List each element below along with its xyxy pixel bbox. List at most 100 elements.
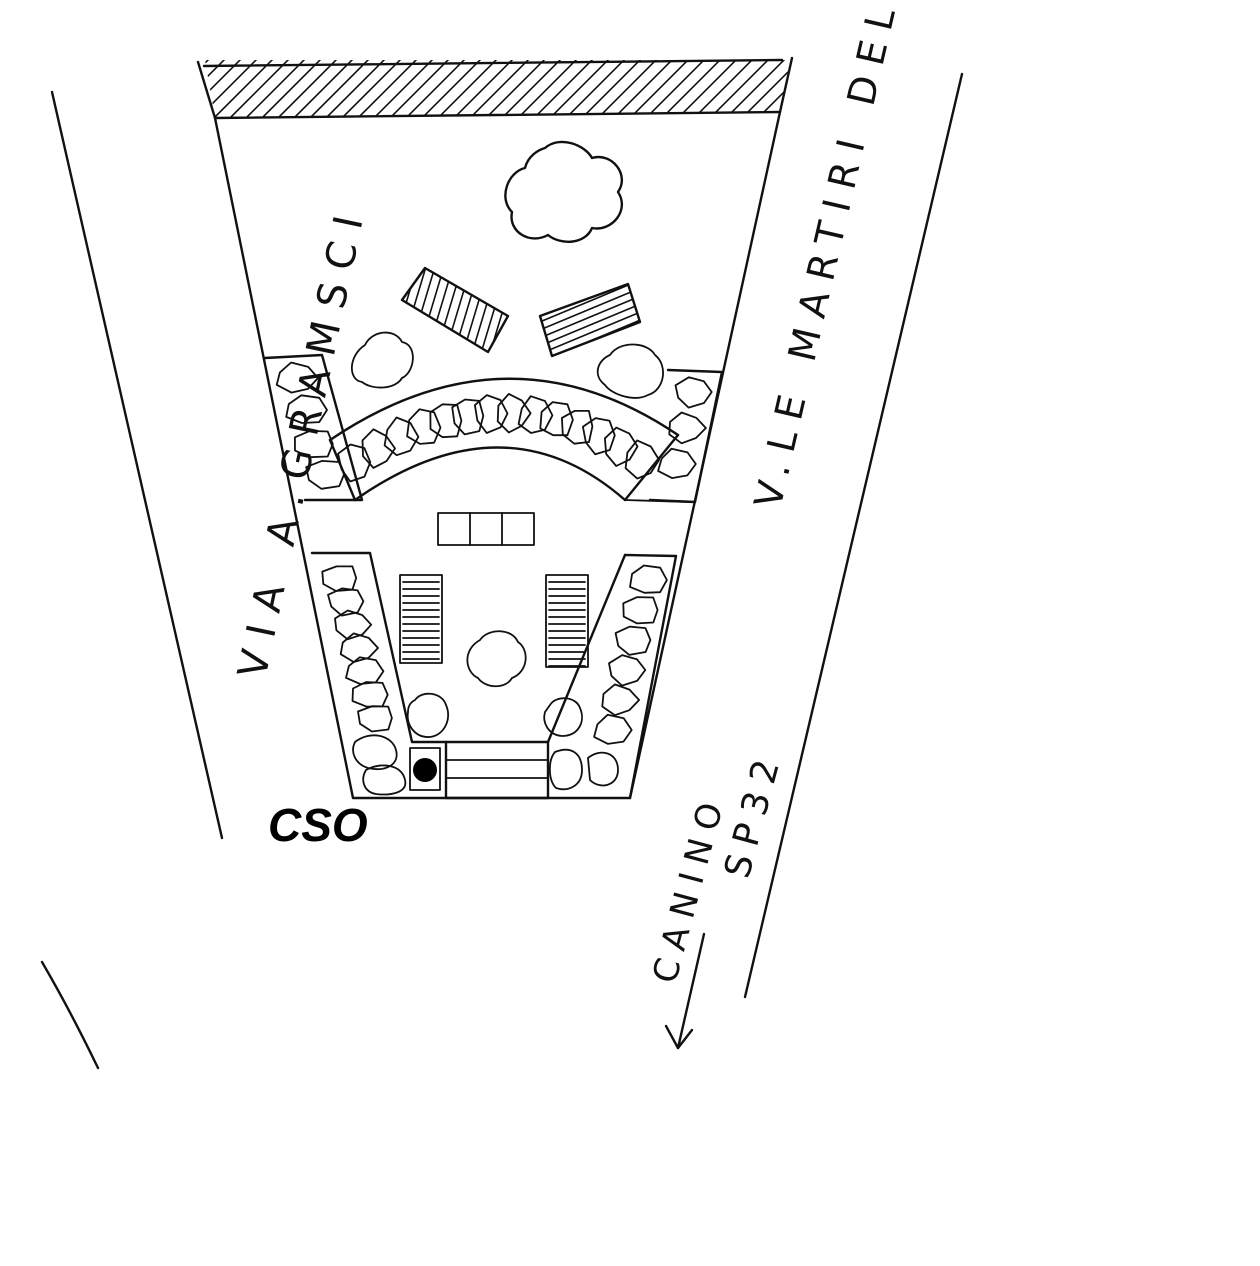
entrance-steps (444, 740, 550, 800)
hatch-line (205, 60, 245, 118)
hatch-line (597, 60, 661, 118)
stone (285, 394, 328, 424)
street-lines (40, 72, 964, 1070)
hatch-line (469, 60, 533, 118)
hatch-line (341, 60, 405, 118)
hatch-line (540, 323, 640, 356)
hatch-line (540, 307, 640, 356)
shrub-icon (466, 630, 527, 688)
hatch-line (540, 284, 640, 311)
hatch-line (693, 60, 757, 118)
hatch-line (309, 60, 373, 118)
hatch-line (725, 60, 789, 118)
stone (451, 398, 485, 436)
plaza-edge (624, 499, 689, 503)
edge-stroke-lower-left (40, 960, 100, 1070)
stone (539, 401, 574, 437)
stone (593, 713, 633, 745)
hatch-line (421, 60, 485, 118)
stone (657, 447, 697, 479)
stone-column-upper-right (648, 368, 724, 504)
hatch-line (549, 60, 613, 118)
hatch-line (581, 60, 645, 118)
street-line-right (743, 72, 964, 999)
hatch-line (501, 60, 565, 118)
tree-canopy-icon (504, 140, 624, 243)
hatch-line (402, 268, 420, 352)
stone (561, 410, 594, 445)
road-direction-label: CANINO (645, 789, 734, 987)
hatch-line (496, 268, 508, 352)
hatch-line (540, 284, 640, 327)
stone (608, 654, 647, 687)
shrub-icon (406, 692, 450, 738)
hatch-line (505, 268, 508, 352)
hatch-line (373, 60, 437, 118)
hatch-line (325, 60, 389, 118)
stones-entrance (352, 734, 619, 796)
bench-three-panel (437, 512, 535, 546)
hatch-line (405, 60, 469, 118)
hatch-line (517, 60, 581, 118)
bench-slatted-left (399, 574, 443, 664)
stone (429, 403, 463, 439)
hatch-line (437, 60, 501, 118)
hatch-line (540, 299, 640, 351)
street-label-left: VIA A.GRAMSCI (230, 198, 376, 682)
stone (614, 625, 652, 656)
hatch-line (205, 60, 213, 118)
stone (361, 428, 396, 469)
street-line-left (50, 90, 224, 840)
stone-wall-lower-right (546, 553, 678, 800)
hatch-line (229, 60, 293, 118)
stone (351, 681, 389, 708)
hatch-line (453, 60, 517, 118)
hatch-line (677, 60, 741, 118)
stone (275, 361, 319, 394)
hatch-line (485, 60, 549, 118)
shrub-icon (350, 331, 414, 389)
cso-marker-dot (413, 758, 437, 782)
direction-arrow-icon (664, 932, 706, 1050)
shrub-icon (596, 343, 664, 399)
stone (305, 460, 346, 490)
hatch-line (613, 60, 677, 118)
hatch-line (442, 268, 474, 352)
hatch-line (741, 60, 790, 118)
hatch-line (424, 268, 456, 352)
hatch-line (515, 260, 545, 360)
hatch-line (757, 60, 790, 118)
hatch-line (645, 60, 709, 118)
stone (622, 596, 659, 625)
hatch-line (213, 60, 277, 118)
hatch-line (261, 60, 325, 118)
hatch-line (389, 60, 453, 118)
hatch-line (406, 268, 438, 352)
hatch-line (540, 291, 640, 343)
street-label-right: V.LE MARTIRI DELLA LIBERTA (746, 0, 981, 512)
stone (674, 376, 713, 409)
hatch-line (629, 60, 693, 118)
stone (383, 416, 420, 457)
stone (624, 439, 660, 480)
hatch-line (533, 60, 597, 118)
stone (582, 417, 616, 456)
stone (496, 393, 532, 434)
hatch-line (277, 60, 341, 118)
hatch-line (357, 60, 421, 118)
hatch-line (478, 268, 508, 352)
hatch-line (293, 60, 357, 118)
hatch-line (773, 60, 790, 118)
stone (321, 565, 358, 592)
stone (629, 564, 668, 594)
stone (357, 705, 393, 733)
hatch-line (540, 315, 640, 356)
stone (474, 394, 509, 434)
hatch-line (205, 60, 229, 118)
hatch-line (540, 284, 640, 335)
stone (294, 430, 334, 459)
hatch-line (709, 60, 773, 118)
hatch-line (245, 60, 309, 118)
hatched-building-band (205, 60, 790, 118)
